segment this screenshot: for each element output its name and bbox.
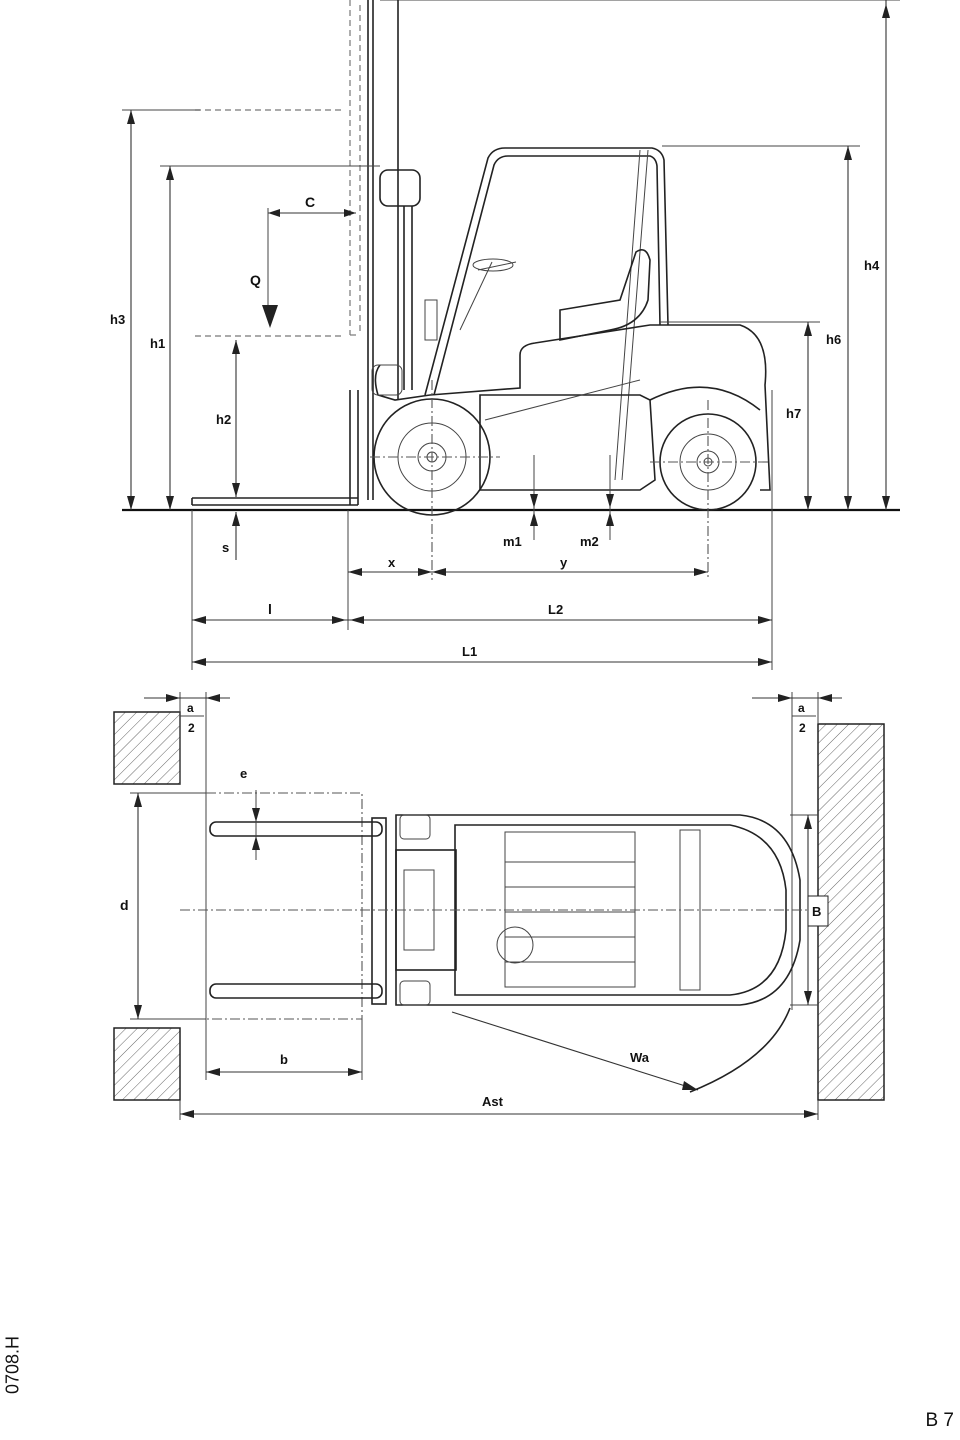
label-B: B: [812, 904, 821, 919]
label-Q: Q: [250, 272, 261, 288]
rack-bottom-left: [113, 1027, 181, 1101]
forks-top: [209, 817, 387, 1005]
label-h7: h7: [786, 406, 801, 421]
ground-clearance-markers: [530, 455, 614, 540]
label-l: l: [268, 601, 272, 617]
label-y: y: [560, 555, 568, 570]
label-2-left: 2: [188, 721, 195, 735]
mast: [349, 0, 900, 505]
rack-top-left: [113, 711, 181, 785]
label-a-right: a: [798, 701, 805, 715]
dimension-labels: h3 h1 h2 h4 h6 h7 C Q s m1 m2 x y l L2 L…: [110, 194, 880, 1109]
label-Ast: Ast: [482, 1094, 504, 1109]
pallet-outline: [205, 792, 363, 1020]
label-s: s: [222, 540, 229, 555]
label-C: C: [305, 194, 315, 210]
label-b: b: [280, 1052, 288, 1067]
side-view: [122, 0, 900, 670]
aisle-clearance-markers: [144, 692, 842, 1080]
label-2-right: 2: [799, 721, 806, 735]
truck-body: [370, 324, 771, 580]
label-h3: h3: [110, 312, 125, 327]
vertical-dimensions-left: [122, 109, 380, 560]
label-h1: h1: [150, 336, 165, 351]
turning-radius: [451, 1007, 791, 1093]
horizontal-dimensions: [191, 390, 773, 670]
truck-width-dimension: [790, 814, 829, 1006]
label-d: d: [120, 897, 129, 913]
label-e: e: [240, 766, 247, 781]
rack-right: [817, 723, 885, 1101]
label-h2: h2: [216, 412, 231, 427]
pallet-width-dimension: [206, 1019, 363, 1080]
label-L2: L2: [548, 602, 563, 617]
document-code: 0708.H: [2, 1330, 24, 1400]
document-code-text: 0708.H: [2, 1335, 23, 1395]
label-Wa: Wa: [630, 1050, 650, 1065]
label-m1: m1: [503, 534, 522, 549]
load-center-marker: [262, 208, 356, 328]
label-L1: L1: [462, 644, 477, 659]
label-x: x: [388, 555, 396, 570]
label-h4: h4: [864, 258, 880, 273]
overhead-guard: [379, 147, 669, 481]
label-h6: h6: [826, 332, 841, 347]
top-view: [113, 692, 885, 1120]
pallet-length-dimension: [130, 792, 206, 1020]
fork-width-dimension: [252, 790, 260, 860]
aisle-width-dimension: [179, 1100, 819, 1120]
forks: [191, 109, 358, 506]
label-a-left: a: [187, 701, 194, 715]
label-m2: m2: [580, 534, 599, 549]
page-number: B 7: [925, 1410, 954, 1431]
vertical-dimensions-right: [660, 0, 890, 510]
